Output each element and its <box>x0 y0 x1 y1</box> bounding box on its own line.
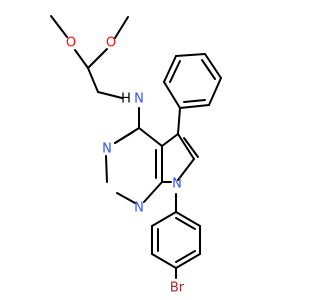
bond <box>169 60 181 83</box>
oxygen-atom-2: O <box>106 36 116 51</box>
bond <box>208 77 222 106</box>
bond <box>204 53 222 79</box>
methoxy-groups <box>50 15 129 99</box>
molecule-diagram: O O N H N N N Br <box>50 15 222 296</box>
bond <box>175 217 196 230</box>
bond <box>151 253 177 269</box>
pyrimidine-nitrogen-1: N <box>134 201 144 216</box>
pyrimidine-nitrogen-3: N <box>102 142 112 157</box>
bond <box>175 250 196 263</box>
pyrrole-nitrogen-7: N <box>172 177 182 192</box>
bond <box>116 192 136 204</box>
bond <box>183 137 199 158</box>
oxygen-atom-1: O <box>66 36 76 51</box>
phenyl-ring <box>163 53 222 135</box>
bond <box>201 59 216 80</box>
bond <box>177 158 195 181</box>
bond <box>114 16 129 39</box>
amine-nitrogen: N <box>134 92 144 107</box>
bond <box>163 55 177 83</box>
bromophenyl-ring <box>151 211 201 279</box>
pyrimidine-ring <box>105 127 163 204</box>
bond <box>175 211 201 227</box>
bond <box>177 107 181 135</box>
atom-labels: O O N H N N N Br <box>66 36 185 296</box>
molecule-canvas: O O N H N N N Br <box>50 15 222 296</box>
amine-hydrogen: H <box>121 92 131 107</box>
bond <box>97 91 123 99</box>
bond <box>177 133 195 160</box>
bond <box>175 53 206 57</box>
bond <box>87 67 99 93</box>
pyrrole-ring <box>161 133 199 183</box>
bond <box>114 131 134 144</box>
bond <box>74 49 89 69</box>
bond <box>163 81 181 109</box>
bond <box>87 48 108 69</box>
bond <box>161 133 179 147</box>
bromine-atom: Br <box>170 281 185 296</box>
bond <box>138 127 163 147</box>
bond <box>151 211 177 227</box>
bond <box>183 99 206 103</box>
bond <box>175 253 201 269</box>
bond <box>105 155 108 183</box>
bond <box>50 15 68 38</box>
bond <box>143 181 163 203</box>
bond <box>179 104 210 109</box>
